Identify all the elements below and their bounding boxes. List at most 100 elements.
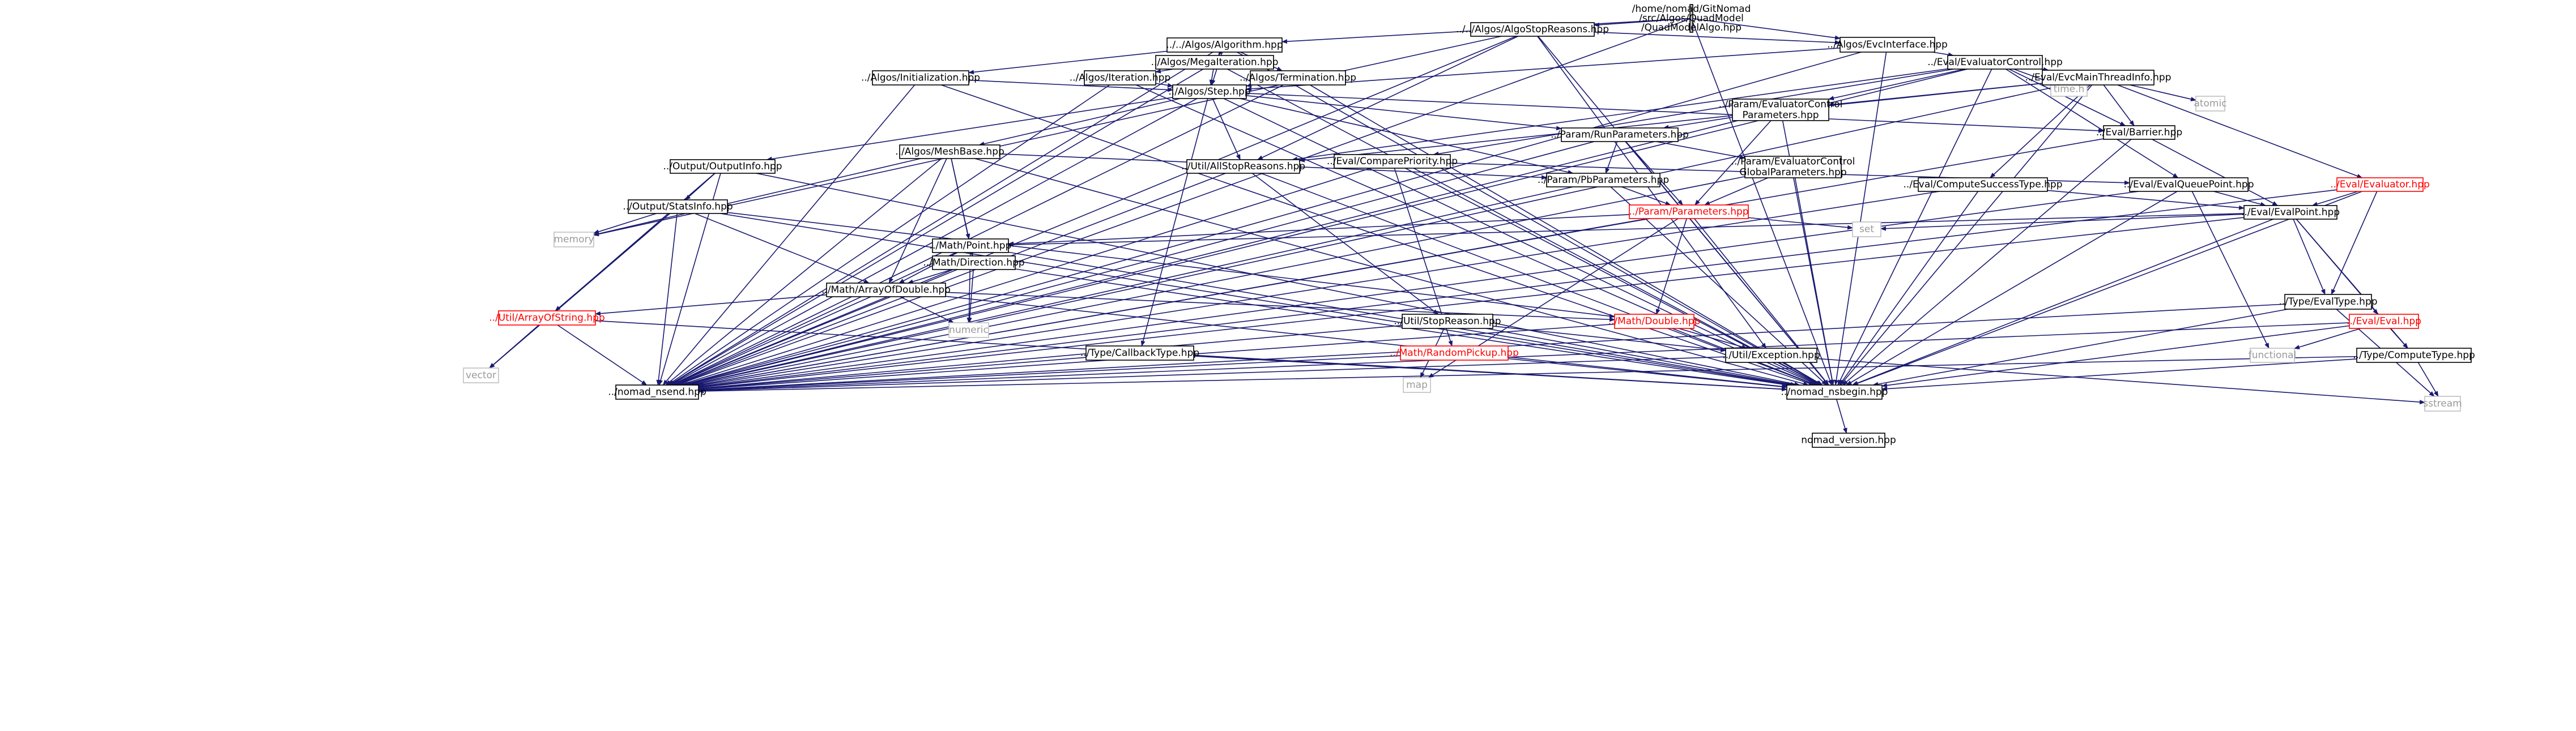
node-randompickup[interactable]: ../Math/RandomPickup.hpp — [1390, 345, 1519, 361]
node-allstop[interactable]: ../Util/AllStopReasons.hpp — [1181, 159, 1305, 174]
node-version[interactable]: nomad_version.hpp — [1801, 433, 1896, 448]
edge-init-to-nsend — [662, 84, 916, 386]
node-mathpoint[interactable]: ../Math/Point.hpp — [930, 238, 1012, 253]
node-arrstring[interactable]: ../Util/ArrayOfString.hpp — [489, 310, 605, 326]
node-outputinfo[interactable]: ../Output/OutputInfo.hpp — [663, 159, 782, 174]
node-box — [1402, 314, 1493, 329]
node-box — [2349, 314, 2419, 329]
edge-cbtype-to-nsend — [698, 357, 1087, 391]
edge-arrstring-to-nsend — [557, 324, 648, 386]
node-label: ../Math/ArrayOfDouble.hpp — [821, 284, 951, 296]
node-box — [2356, 348, 2472, 363]
node-label: ../Math/Direction.hpp — [923, 257, 1024, 268]
node-box — [1155, 55, 1274, 70]
node-mathdouble[interactable]: ../Math/Double.hpp — [1608, 314, 1701, 329]
edge-compprio-to-nsend — [679, 168, 1371, 386]
edge-megaiter-to-iteration — [1155, 69, 1174, 74]
node-label: vector — [466, 370, 496, 381]
node-box — [1400, 345, 1509, 361]
edge-root-to-nsend — [676, 18, 1691, 386]
node-init[interactable]: ../Algos/Initialization.hpp — [861, 70, 980, 86]
node-runparams[interactable]: ../Param/RunParameters.hpp — [1551, 127, 1689, 142]
edge-evalctrl-to-nsend — [685, 69, 1968, 386]
edge-computetype-to-nsbegin — [1881, 358, 2357, 391]
node-label: map — [1406, 379, 1428, 391]
node-label: ../Algos/Termination.hpp — [1240, 72, 1356, 84]
node-label: ../Algos/Initialization.hpp — [861, 72, 980, 84]
edge-evcmain-to-nsend — [689, 84, 2065, 386]
edge-evalctrl-to-evalqueue — [2006, 69, 2179, 178]
node-meshbase[interactable]: ../Algos/MeshBase.hpp — [895, 144, 1004, 159]
node-pbparams[interactable]: ../Param/PbParameters.hpp — [1538, 173, 1669, 187]
node-box — [1250, 70, 1346, 86]
edge-mathpoint-to-nsbegin — [1008, 251, 1794, 387]
node-nsend[interactable]: ../nomad_nsend.hpp — [608, 384, 706, 400]
node-evalhpp[interactable]: ../Eval/Eval.hpp — [2347, 314, 2421, 329]
node-algostop[interactable]: ../../Algos/AlgoStopReasons.hpp — [1456, 22, 1609, 37]
node-compsucc[interactable]: ../Eval/ComputeSuccessType.hpp — [1904, 177, 2063, 192]
node-box — [1172, 84, 1247, 99]
node-cbtype[interactable]: ../Type/CallbackType.hpp — [1080, 345, 1199, 361]
node-compprio[interactable]: ../Eval/ComparePriority.hpp — [1327, 154, 1458, 169]
node-arrdouble[interactable]: ../Math/ArrayOfDouble.hpp — [821, 283, 951, 297]
edge-iteration-to-nsend — [667, 84, 1110, 386]
edge-step-to-pbparams — [1240, 98, 1574, 174]
edge-statsinfo-to-memory — [593, 213, 657, 234]
edge-allstop-to-nsend — [675, 173, 1226, 386]
node-memory: memory — [553, 232, 594, 247]
node-label: ../../Algos/AlgoStopReasons.hpp — [1456, 24, 1609, 35]
edge-root-to-nsbegin — [1692, 22, 1832, 386]
edge-evalpoint-to-set — [1880, 213, 2245, 231]
node-label: ../Util/StopReason.hpp — [1394, 316, 1501, 327]
node-evalctrl[interactable]: ../Eval/EvaluatorControl.hpp — [1927, 55, 2063, 70]
node-paramevalglobal[interactable]: ../Param/EvaluatorControlGlobalParameter… — [1731, 156, 1855, 178]
edge-statsinfo-to-mathdouble — [727, 212, 1615, 319]
node-evalqueue[interactable]: ../Eval/EvalQueuePoint.hpp — [2124, 177, 2254, 192]
node-termination[interactable]: ../Algos/Termination.hpp — [1240, 70, 1356, 86]
node-algorithm[interactable]: ../../Algos/Algorithm.hpp — [1166, 37, 1283, 53]
node-root[interactable]: /home/nomad/GitNomad/src/Algos/QuadModel… — [1632, 3, 1751, 33]
edge-meshbase-to-nsend — [665, 158, 942, 386]
edge-evalctrl-to-barrier — [2008, 69, 2126, 126]
node-evaluator[interactable]: ../Eval/Evaluator.hpp — [2330, 177, 2430, 192]
edge-evcmain-to-evaluator — [2117, 84, 2363, 178]
node-box — [2284, 294, 2372, 310]
edge-runparams-to-nsend — [683, 141, 1595, 386]
node-megaiter[interactable]: ../Algos/MegaIteration.hpp — [1151, 55, 1279, 70]
node-box — [2424, 396, 2461, 412]
node-statsinfo[interactable]: ../Output/StatsInfo.hpp — [623, 199, 733, 214]
edge-direction-to-nsbegin — [1015, 268, 1788, 387]
edge-evaluator-to-evalpoint — [2311, 191, 2358, 207]
node-evcinterface[interactable]: ../Algos/EvcInterface.hpp — [1827, 37, 1948, 53]
edge-algorithm-to-nsend — [668, 52, 1214, 386]
edge-evalhpp-to-functional — [2294, 328, 2361, 349]
node-iteration[interactable]: ../Algos/Iteration.hpp — [1070, 70, 1171, 86]
node-parameters[interactable]: ../Param/Parameters.hpp — [1629, 204, 1749, 219]
edge-cbtype-to-nsbegin — [1193, 356, 1787, 392]
node-label: ../Algos/Iteration.hpp — [1070, 72, 1171, 84]
node-step[interactable]: ../Algos/Step.hpp — [1168, 84, 1251, 99]
node-box — [2195, 96, 2225, 112]
node-evalpoint[interactable]: ../Eval/EvalPoint.hpp — [2241, 205, 2340, 220]
edge-evalqueue-to-functional — [2191, 191, 2270, 349]
node-evaltype[interactable]: ../Type/EvalType.hpp — [2279, 294, 2378, 310]
edge-parameters-to-mathdouble — [1655, 218, 1687, 315]
edge-algostop-to-exception — [1537, 36, 1766, 349]
edge-direction-to-numeric — [967, 269, 974, 323]
edge-evcinterface-to-nsbegin — [1834, 52, 1887, 386]
node-evcmain[interactable]: ../Eval/EvcMainThreadInfo.hpp — [2025, 70, 2171, 86]
edge-step-to-meshbase — [978, 98, 1181, 146]
node-barrier[interactable]: ../Eval/Barrier.hpp — [2096, 125, 2182, 140]
node-nsbegin[interactable]: ../nomad_nsbegin.hpp — [1781, 384, 1888, 400]
node-direction[interactable]: ../Math/Direction.hpp — [923, 255, 1025, 270]
node-label: ../Algos/EvcInterface.hpp — [1827, 39, 1948, 50]
node-exception[interactable]: ../Util/Exception.hpp — [1722, 348, 1820, 363]
node-label: ../Output/StatsInfo.hpp — [623, 201, 733, 212]
node-computetype[interactable]: ../Type/ComputeType.hpp — [2353, 348, 2475, 363]
node-stopreason[interactable]: ../Util/StopReason.hpp — [1394, 314, 1501, 329]
node-label: ../Eval/EvalQueuePoint.hpp — [2124, 179, 2254, 190]
edge-stopreason-to-nsbegin — [1486, 328, 1796, 387]
node-label: ../Util/Exception.hpp — [1722, 350, 1820, 361]
